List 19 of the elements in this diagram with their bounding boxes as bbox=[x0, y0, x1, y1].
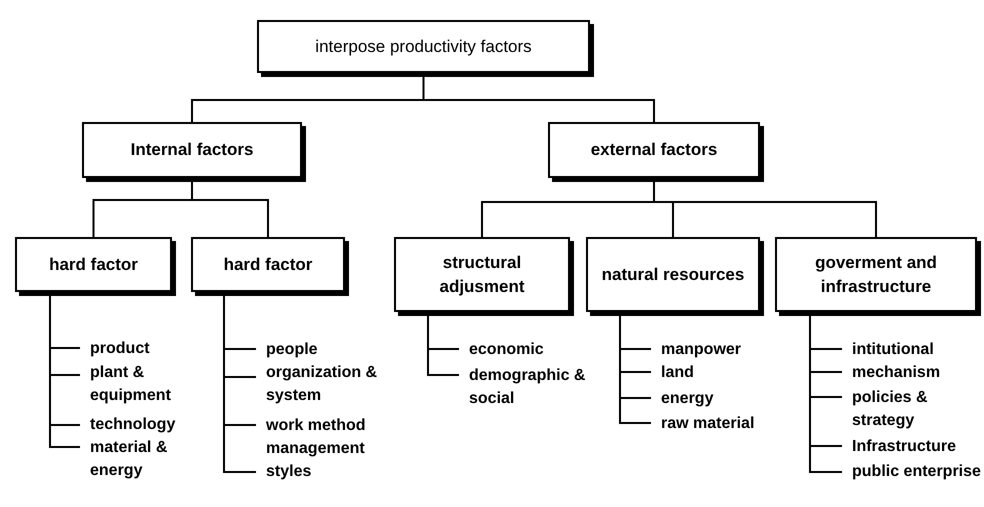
factor-item: plant & equipment bbox=[80, 361, 200, 407]
factor-item: land bbox=[651, 361, 781, 384]
factor-item: material & energy bbox=[80, 436, 200, 482]
factor-item: mechanism bbox=[842, 361, 982, 384]
factor-item: Infrastructure bbox=[842, 435, 982, 458]
factor-item: public enterprise bbox=[842, 460, 982, 483]
factor-item: policies & strategy bbox=[842, 386, 982, 432]
factor-item: economic bbox=[459, 338, 599, 361]
factor-item: manpower bbox=[651, 338, 781, 361]
factor-item: demographic & social bbox=[459, 364, 599, 410]
factor-item: product bbox=[80, 337, 200, 360]
factor-item: raw material bbox=[651, 412, 781, 435]
factor-item: organization & system bbox=[256, 361, 396, 407]
factor-item: energy bbox=[651, 387, 781, 410]
factor-item: technology bbox=[80, 413, 205, 436]
factor-item: intitutional bbox=[842, 338, 982, 361]
factor-item: work method bbox=[256, 414, 396, 437]
factor-item: management styles bbox=[256, 437, 396, 483]
factor-item: people bbox=[256, 338, 396, 361]
